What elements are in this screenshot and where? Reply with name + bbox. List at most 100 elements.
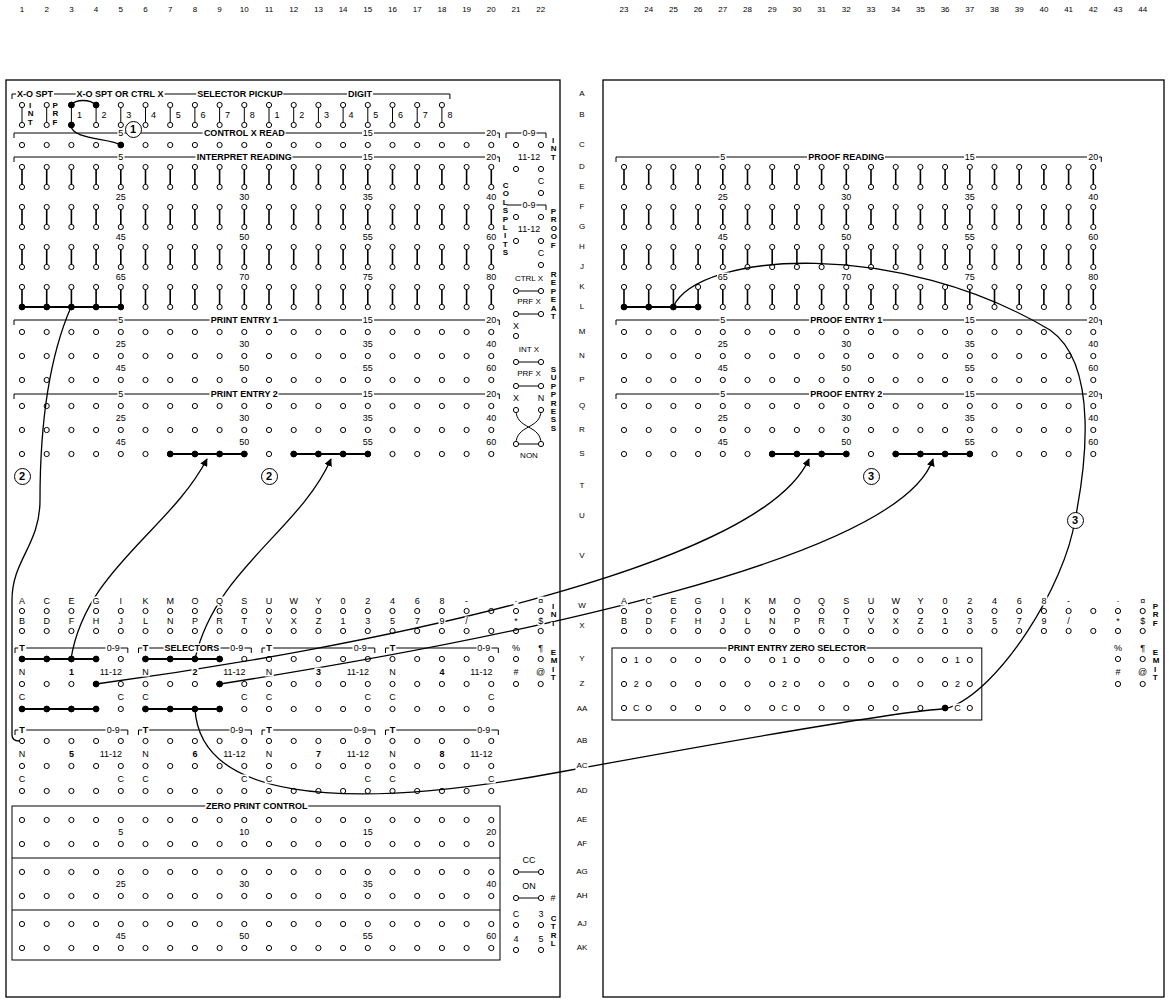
hub [316, 377, 321, 382]
hub [621, 427, 626, 432]
hub [513, 869, 518, 874]
hub [415, 893, 420, 898]
hub [291, 224, 296, 229]
position-number: 40 [1087, 414, 1099, 423]
hub [538, 895, 543, 900]
hub [365, 353, 370, 358]
position-number: 15 [964, 316, 976, 325]
hub [291, 122, 296, 127]
hub-label: N [265, 750, 274, 759]
hub [844, 608, 849, 613]
hub [217, 377, 222, 382]
hub [1115, 681, 1120, 686]
row-letter: T [579, 482, 586, 490]
hub [646, 329, 651, 334]
hub-label: C [644, 597, 653, 606]
hub-label: · [514, 597, 519, 606]
hub [365, 869, 370, 874]
position-number: 45 [717, 438, 729, 447]
hub [143, 184, 148, 189]
hub [19, 184, 24, 189]
hub [69, 329, 74, 334]
hub [316, 706, 321, 711]
hub [967, 204, 972, 209]
position-number: 0-9 [229, 726, 244, 735]
hub [143, 329, 148, 334]
hub [1017, 284, 1022, 289]
hub [415, 656, 420, 661]
hub [696, 204, 701, 209]
hub [291, 377, 296, 382]
hub [671, 204, 676, 209]
hub [464, 204, 469, 209]
hub [621, 608, 626, 613]
hub-label: R [215, 617, 224, 626]
wired-hub [69, 304, 75, 310]
hub-label: 0 [942, 597, 949, 606]
hub [646, 264, 651, 269]
position-number: 20 [485, 828, 497, 837]
hub-label: S [240, 597, 248, 606]
hub [720, 184, 725, 189]
hub [415, 451, 420, 456]
hub-label: 7 [414, 617, 421, 626]
hub [118, 628, 123, 633]
hub [464, 264, 469, 269]
hub [365, 628, 370, 633]
hub [538, 238, 543, 243]
hub [696, 608, 701, 613]
hub [415, 738, 420, 743]
hub [266, 427, 271, 432]
hub-label: L [744, 617, 751, 626]
hub [513, 608, 518, 613]
hub [266, 264, 271, 269]
hub-label: O [190, 597, 199, 606]
hub [242, 102, 247, 107]
bus-bar [22, 708, 96, 710]
hub [94, 608, 99, 613]
hub [341, 945, 346, 950]
hub [19, 204, 24, 209]
hub [918, 427, 923, 432]
hub [242, 353, 247, 358]
hub [316, 893, 321, 898]
hub-label: C [487, 693, 496, 702]
hub [19, 763, 24, 768]
hub [118, 817, 123, 822]
hub [868, 184, 873, 189]
hub [720, 224, 725, 229]
hub [19, 284, 24, 289]
hub [44, 304, 49, 309]
hub [390, 738, 395, 743]
hub-link [516, 872, 541, 873]
wired-hub [819, 451, 825, 457]
hub-label: Z [917, 617, 925, 626]
hub-label: 1 [954, 656, 961, 665]
hub [1066, 451, 1071, 456]
hub [291, 893, 296, 898]
hub [893, 608, 898, 613]
hub [1066, 244, 1071, 249]
callout-circle: 2 [14, 468, 31, 485]
hub [893, 284, 898, 289]
wired-hub [843, 451, 849, 457]
hub-label: 5 [991, 617, 998, 626]
column-number: 5 [118, 6, 124, 14]
hub [943, 304, 948, 309]
hub [94, 451, 99, 456]
hub [745, 304, 750, 309]
hub [868, 304, 873, 309]
hub [621, 377, 626, 382]
hub [538, 214, 543, 219]
hub [992, 164, 997, 169]
hub [19, 945, 24, 950]
hub-label: F [68, 617, 76, 626]
hub [464, 244, 469, 249]
position-number: 45 [115, 932, 127, 941]
column-number: 13 [313, 6, 324, 14]
row-letter: Z [579, 680, 586, 688]
hub [868, 329, 873, 334]
hub [266, 869, 271, 874]
hub [365, 142, 370, 147]
hub [69, 403, 74, 408]
